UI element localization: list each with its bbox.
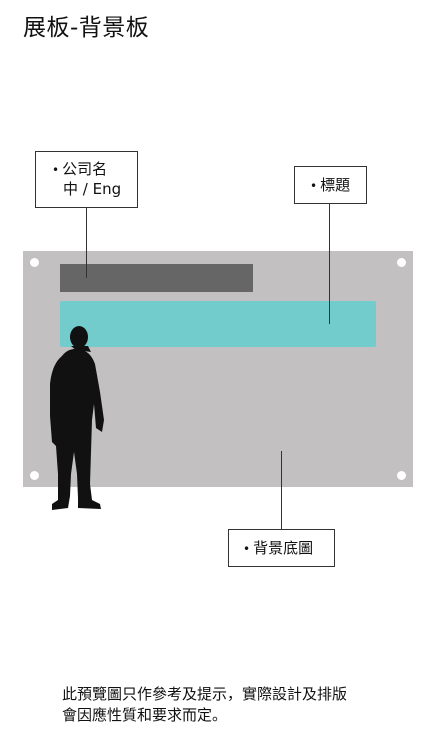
title-leader-line	[329, 203, 330, 324]
mount-hole-bottom-left	[30, 471, 39, 480]
disclaimer-note: 此預覽圖只作參考及提示，實際設計及排版 會因應性質和要求而定。	[62, 684, 402, 726]
person-silhouette	[50, 326, 104, 510]
mount-hole-top-left	[30, 258, 39, 267]
company-name-bar	[60, 264, 253, 292]
title-bar	[60, 301, 376, 347]
mount-hole-bottom-right	[397, 471, 406, 480]
company-leader-line	[86, 207, 87, 278]
background-leader-line	[281, 451, 282, 529]
company-label-line1: 公司名	[62, 160, 108, 178]
background-label: 背景底圖	[253, 539, 314, 557]
disclaimer-line1: 此預覽圖只作參考及提示，實際設計及排版	[62, 685, 348, 703]
title-callout: •標題	[294, 166, 367, 204]
disclaimer-line2: 會因應性質和要求而定。	[62, 706, 228, 724]
mount-hole-top-right	[397, 258, 406, 267]
title-label: 標題	[320, 176, 351, 194]
company-label-line2: 中 / Eng	[63, 180, 122, 198]
page-title: 展板-背景板	[23, 15, 150, 41]
company-name-callout: •公司名 中 / Eng	[35, 151, 138, 208]
background-callout: •背景底圖	[228, 529, 335, 567]
